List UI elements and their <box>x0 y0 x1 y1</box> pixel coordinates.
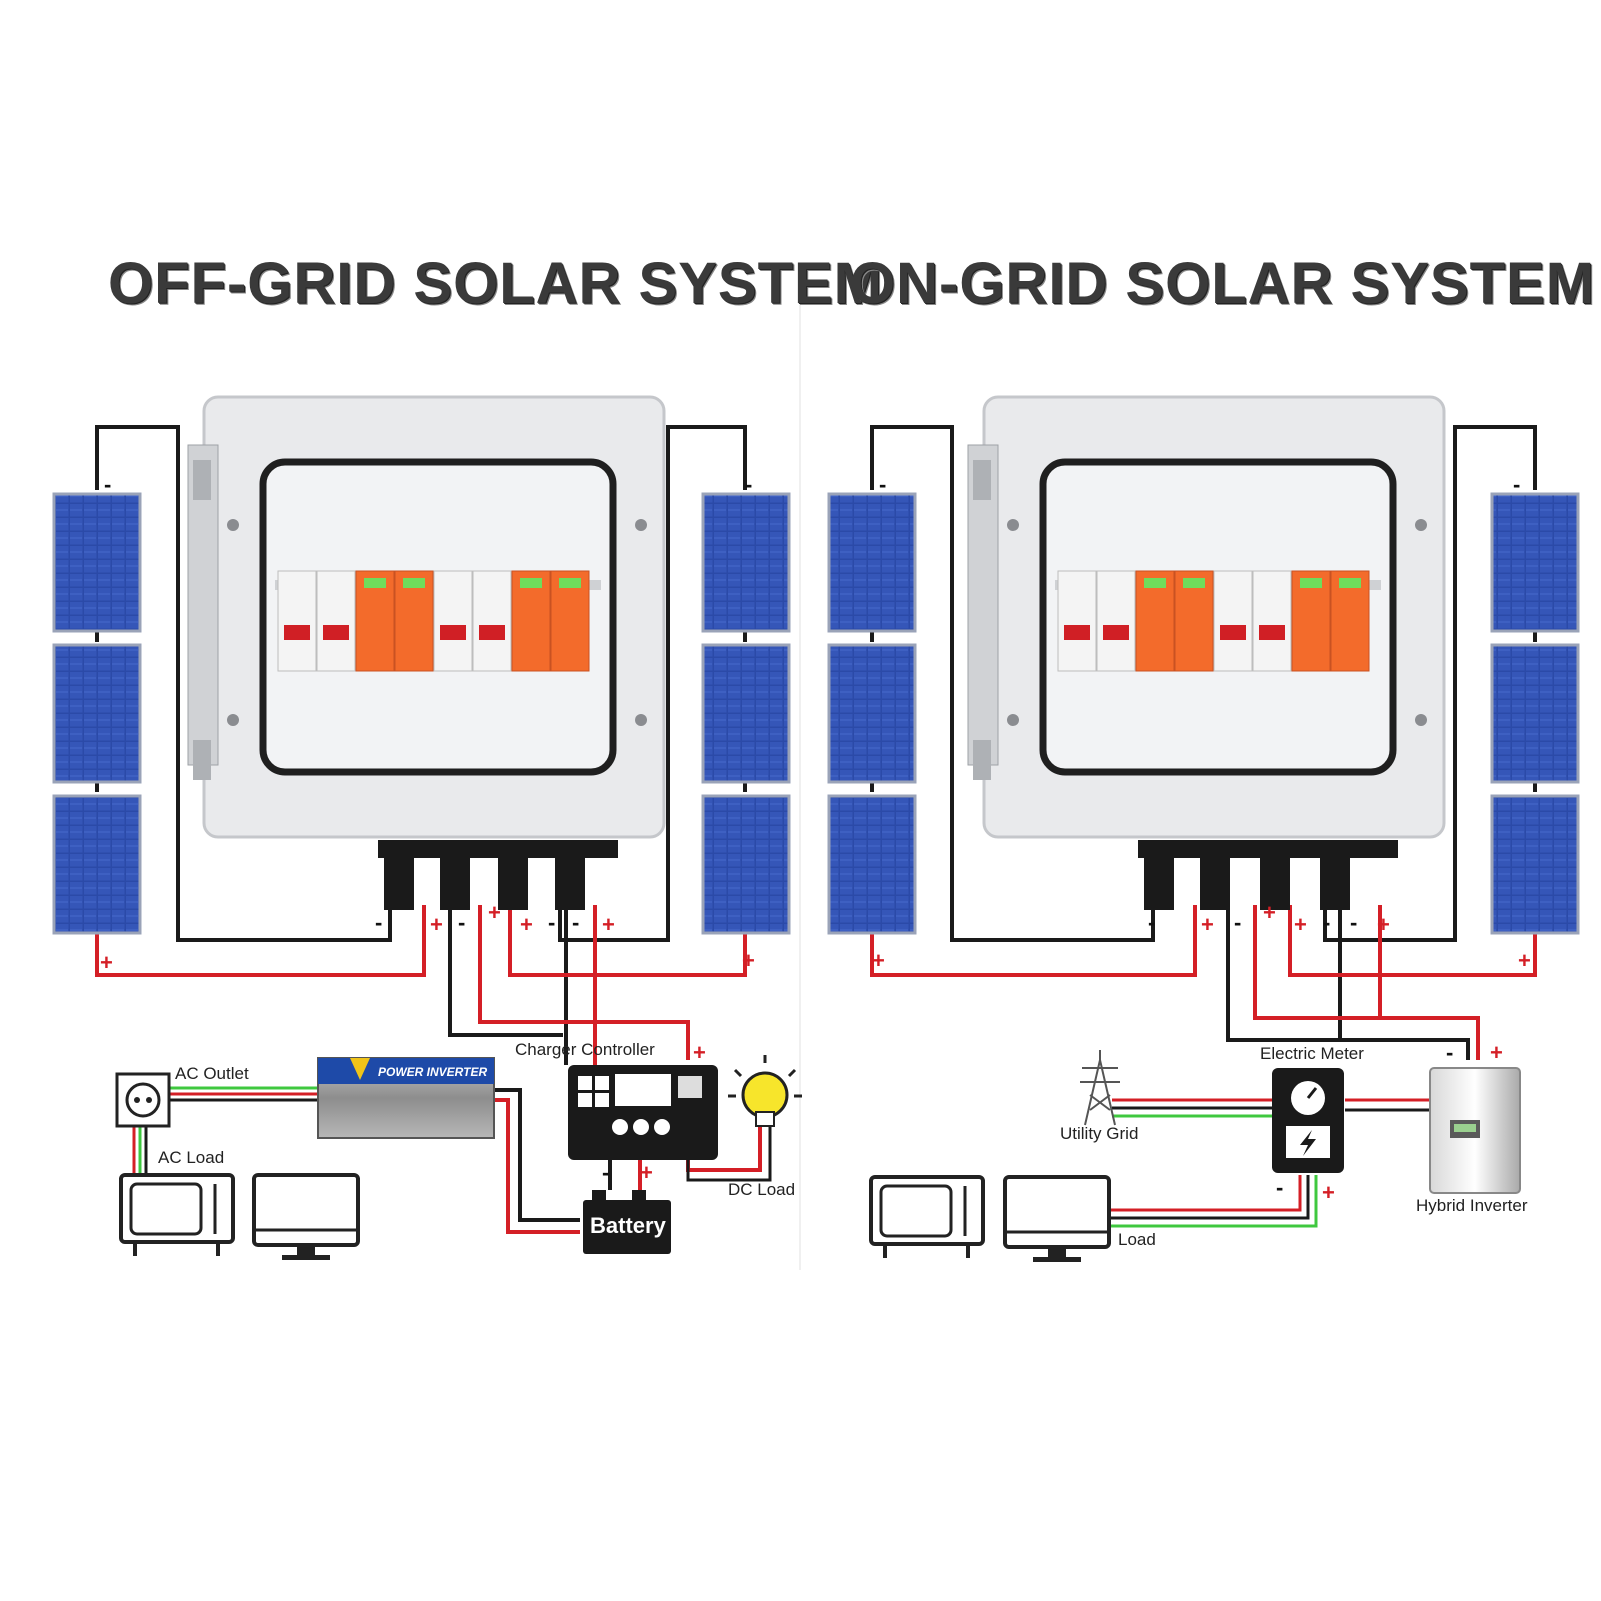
off-grid-right-panels <box>701 492 791 935</box>
plus-marker: + <box>100 950 113 975</box>
minus-marker: - <box>1446 1040 1453 1065</box>
off-grid-monitor-icon <box>252 1173 360 1260</box>
utility-grid-tower-icon <box>1080 1050 1120 1126</box>
battery-icon <box>583 1190 671 1254</box>
plus-marker: + <box>1490 1040 1503 1065</box>
plus-marker: + <box>1294 912 1307 937</box>
off-grid-left-panels <box>52 492 142 935</box>
hybrid-inverter-icon <box>1429 1067 1521 1194</box>
electric-meter-icon <box>1272 1068 1344 1173</box>
solar-panel <box>1490 794 1580 935</box>
off-grid-title: OFF-GRID SOLAR SYSTEM <box>108 251 883 316</box>
polarity-markers: - + - + - + - + + - - + + - + - + - + - … <box>100 472 1531 1205</box>
minus-marker: - <box>879 472 886 497</box>
on-grid-title: ON-GRID SOLAR SYSTEM <box>850 251 1596 316</box>
plus-marker: + <box>520 912 533 937</box>
hybrid-inverter-label: Hybrid Inverter <box>1416 1196 1528 1215</box>
minus-marker: - <box>1350 910 1357 935</box>
on-grid-ac-wires <box>1110 1098 1430 1228</box>
plus-marker: + <box>693 1040 706 1065</box>
on-grid-tv-icon <box>869 1175 985 1258</box>
plus-marker: + <box>872 948 885 973</box>
minus-marker: - <box>572 910 579 935</box>
ac-outlet-label: AC Outlet <box>175 1064 249 1083</box>
ac-outlet-icon <box>115 1072 171 1128</box>
solar-panel <box>827 794 917 935</box>
off-grid-combiner-box <box>187 395 666 910</box>
dc-load-bulb-icon <box>728 1055 802 1127</box>
solar-panel <box>701 794 791 935</box>
solar-panel <box>827 643 917 784</box>
off-grid-tv-icon <box>119 1173 235 1256</box>
minus-marker: - <box>1276 1175 1283 1200</box>
off-grid-breakers <box>277 570 590 672</box>
on-grid-positive-wires <box>870 905 1537 1060</box>
plus-marker: + <box>430 912 443 937</box>
ac-load-label: AC Load <box>158 1148 225 1167</box>
on-grid-monitor-icon <box>1003 1175 1111 1262</box>
minus-marker: - <box>1234 910 1241 935</box>
power-inverter-label: POWER INVERTER <box>378 1065 487 1079</box>
charge-controller-icon <box>568 1065 718 1160</box>
charger-controller-label: Charger Controller <box>515 1040 655 1059</box>
on-grid-left-panels <box>827 492 917 935</box>
plus-marker: + <box>1201 912 1214 937</box>
solar-panel <box>701 492 791 633</box>
minus-marker: - <box>104 472 111 497</box>
plus-marker: + <box>1377 912 1390 937</box>
plus-marker: + <box>602 912 615 937</box>
solar-panel <box>827 492 917 633</box>
on-grid-breakers <box>1057 570 1370 672</box>
plus-marker: + <box>1518 948 1531 973</box>
solar-panel <box>52 794 142 935</box>
minus-marker: - <box>375 910 382 935</box>
on-grid-right-panels <box>1490 492 1580 935</box>
plus-marker: + <box>1322 1180 1335 1205</box>
load-label: Load <box>1118 1230 1156 1249</box>
minus-marker: - <box>458 910 465 935</box>
minus-marker: - <box>1148 910 1155 935</box>
solar-panel <box>1490 492 1580 633</box>
plus-marker: + <box>1263 900 1276 925</box>
solar-panel <box>52 643 142 784</box>
plus-marker: + <box>742 948 755 973</box>
utility-grid-label: Utility Grid <box>1060 1124 1139 1143</box>
off-grid-ac-wires <box>132 1086 318 1175</box>
minus-marker: - <box>548 910 555 935</box>
minus-marker: - <box>1323 910 1330 935</box>
minus-marker: - <box>745 472 752 497</box>
on-grid-negative-wires <box>870 425 1537 1060</box>
plus-marker: + <box>640 1160 653 1185</box>
dc-load-label: DC Load <box>728 1180 796 1199</box>
minus-marker: - <box>1513 472 1520 497</box>
solar-panel <box>701 643 791 784</box>
solar-panel <box>1490 643 1580 784</box>
on-grid-combiner-box <box>967 395 1446 910</box>
power-inverter-icon: POWER INVERTER <box>317 1057 495 1139</box>
electric-meter-label: Electric Meter <box>1260 1044 1364 1063</box>
plus-marker: + <box>488 900 501 925</box>
solar-panel <box>52 492 142 633</box>
battery-label: Battery <box>590 1213 666 1238</box>
minus-marker: - <box>602 1160 609 1185</box>
